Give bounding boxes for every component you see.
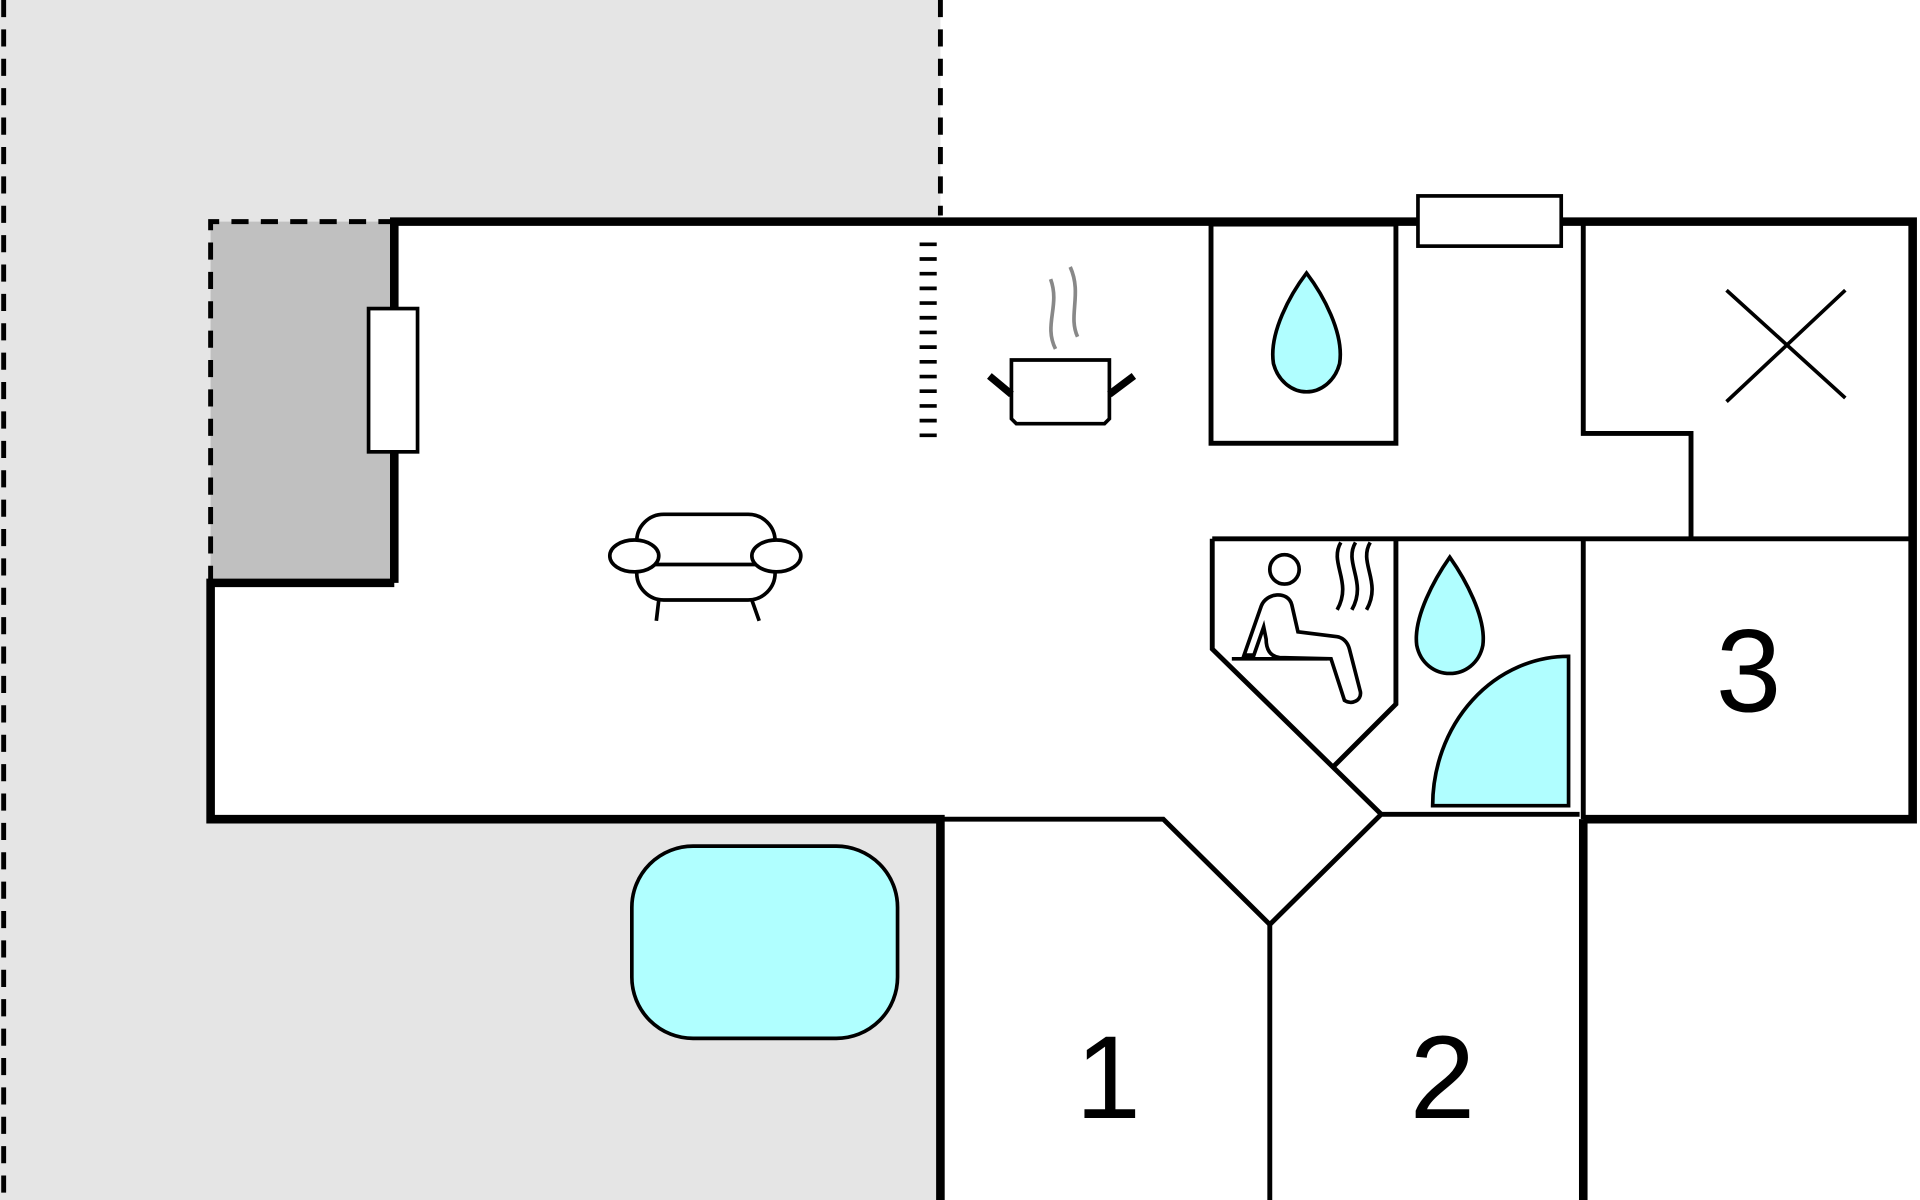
shower-icon <box>1430 654 1571 808</box>
sofa-icon <box>607 512 803 622</box>
water-drop-icon <box>1414 553 1486 676</box>
terrace-outline <box>208 219 395 583</box>
window-icon <box>366 306 420 454</box>
inner-walls <box>940 221 1913 1200</box>
pool-icon <box>630 844 900 1041</box>
room-1-label: 1 <box>1075 1012 1140 1143</box>
house-fill <box>210 221 1913 1200</box>
terrace <box>210 221 395 583</box>
sauna-icon <box>1231 541 1374 705</box>
room-3-label: 3 <box>1716 605 1781 736</box>
window-icon <box>1416 194 1564 248</box>
utility-cross-icon <box>1725 288 1847 403</box>
room-2-label: 2 <box>1410 1012 1475 1143</box>
cooking-pot-icon <box>987 266 1137 426</box>
water-drop-icon <box>1270 270 1343 394</box>
